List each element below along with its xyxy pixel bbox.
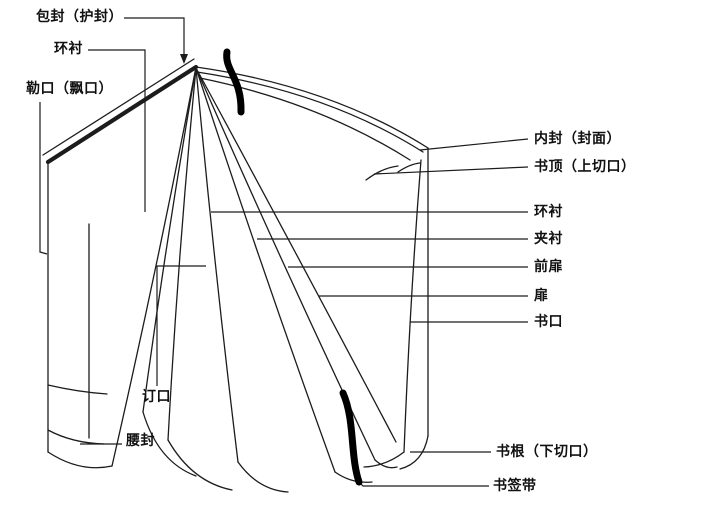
right-cover-top-inner [196, 71, 424, 153]
page-leaf-bottom-3 [237, 461, 289, 493]
page-leaf-bottom-2 [167, 439, 233, 491]
book-drawing [42, 48, 429, 493]
leader-binding-edge [156, 265, 206, 386]
page-leaf-edge-6 [195, 67, 397, 443]
pages-top-edge [199, 77, 411, 161]
page-top-corner-curl-2 [397, 162, 421, 173]
leader-flap [39, 102, 48, 255]
last-leaf-bottom [363, 451, 405, 468]
arrow-down-icon [180, 54, 188, 64]
label-endpaper-left: 环衬 [54, 41, 83, 57]
jacket-spine-edge [45, 64, 199, 165]
label-belly-band: 腰封 [126, 433, 155, 449]
ribbon-bottom [339, 389, 363, 486]
last-leaf-edge [403, 159, 422, 453]
label-flyleaf: 扉 [534, 288, 549, 304]
label-front-flyleaf: 前扉 [534, 259, 563, 275]
label-endpaper-right: 环衬 [534, 204, 563, 220]
cover-inner-edge [111, 66, 197, 467]
page-top-corner-curl-1 [365, 165, 399, 181]
leader-head [373, 166, 529, 175]
page-leaf-edge-2 [167, 67, 197, 441]
leader-ribbon [357, 480, 489, 487]
page-leaf-bottom-5 [374, 459, 398, 469]
page-leaf-edge-3 [195, 67, 239, 463]
right-cover-top-outer [195, 66, 429, 149]
label-head: 书顶（上切口） [534, 159, 636, 175]
label-flap: 勒口（飘口） [26, 81, 113, 97]
leader-endpaper-left [88, 49, 146, 212]
page-leaf-edge-1 [142, 67, 197, 413]
belly-band-bottom [47, 429, 105, 445]
page-leaf-edge-4 [195, 67, 336, 473]
ribbon-top [223, 48, 245, 116]
label-ribbon: 书签带 [493, 478, 537, 494]
right-cover-bottom-corner [399, 435, 429, 470]
leader-inner-cover [419, 138, 529, 151]
belly-band-top [47, 384, 108, 395]
label-interleaf: 夹衬 [534, 231, 563, 247]
label-jacket: 包封（护封） [36, 9, 123, 25]
label-fore-edge: 书口 [534, 314, 563, 330]
page-leaf-bottom-4 [334, 471, 373, 483]
leader-lines [39, 17, 529, 487]
jacket-bottom-edge [47, 451, 113, 469]
label-inner-cover: 内封（封面） [534, 131, 621, 147]
jacket-overhang-edge [42, 58, 195, 156]
label-binding-edge: 订口 [142, 389, 171, 405]
label-tail: 书根（下切口） [496, 444, 598, 460]
page-leaf-bottom-1 [142, 411, 197, 477]
leader-jacket [124, 17, 185, 54]
